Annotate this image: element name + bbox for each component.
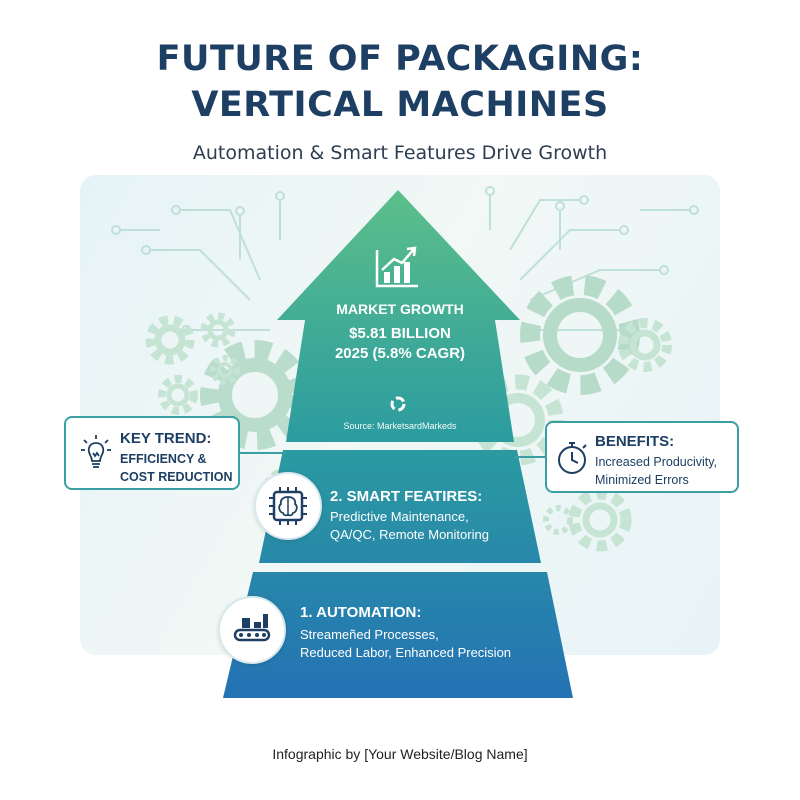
market-growth-value: $5.81 BILLION 2025 (5.8% CAGR): [300, 324, 500, 364]
conveyor-badge: [218, 596, 286, 664]
automation-desc-line-2: Reduced Labor, Enhanced Precision: [300, 645, 512, 660]
title-line-1: FUTURE OF PACKAGING:: [156, 39, 644, 79]
pyramid-tier-automation: [223, 572, 573, 698]
key-trend-line-1: EFFICIENCY &: [120, 452, 207, 466]
smart-features-desc-line-2: QA/QC, Remote Monitoring: [330, 527, 489, 542]
stopwatch-icon: [558, 442, 587, 474]
key-trend-callout: KEY TREND: EFFICIENCY & COST REDUCTION: [64, 416, 240, 490]
smart-features-desc-line-1: Predictive Maintenance,: [330, 509, 469, 524]
benefits-line-2: Minimized Errors: [595, 473, 689, 487]
automation-title: 1. AUTOMATION:: [300, 604, 422, 621]
pyramid-tier-smart-features: [259, 450, 541, 563]
footer-credit: Infographic by [Your Website/Blog Name]: [272, 746, 528, 762]
key-trend-line-2: COST REDUCTION: [120, 470, 233, 484]
key-trend-body: EFFICIENCY & COST REDUCTION: [120, 450, 233, 486]
benefits-body: Increased Producivity, Minimized Errors: [595, 453, 717, 489]
benefits-line-1: Increased Producivity,: [595, 455, 718, 469]
lightbulb-icon: [81, 435, 111, 468]
conveyor-icon: [233, 614, 271, 642]
page-subtitle: Automation & Smart Features Drive Growth: [192, 142, 608, 164]
automation-desc-line-1: Streameñed Processes,: [300, 627, 439, 642]
arrow-tier-market-growth: [277, 190, 520, 442]
benefits-callout: BENEFITS: Increased Producivity, Minimiz…: [545, 421, 739, 493]
source-logo-icon: [390, 396, 406, 412]
automation-description: Streameñed Processes, Reduced Labor, Enh…: [300, 626, 520, 662]
brain-chip-icon: [269, 487, 307, 525]
smart-features-title: 2. SMART FEATIRES:: [330, 488, 483, 505]
market-growth-title: MARKET GROWTH: [336, 301, 464, 317]
market-growth-source: Source: MarketsardMarkeds: [343, 421, 457, 431]
market-growth-value-line-1: $5.81 BILLION: [349, 325, 451, 342]
smart-features-description: Predictive Maintenance, QA/QC, Remote Mo…: [330, 508, 530, 544]
brain-chip-badge: [254, 472, 322, 540]
title-line-2: VERTICAL MACHINES: [191, 85, 609, 125]
page-title: FUTURE OF PACKAGING: VERTICAL MACHINES: [0, 36, 800, 128]
key-trend-title: KEY TREND:: [120, 430, 212, 447]
growth-chart-icon: [375, 246, 418, 288]
market-growth-value-line-2: 2025 (5.8% CAGR): [334, 345, 466, 362]
benefits-title: BENEFITS:: [595, 433, 675, 450]
